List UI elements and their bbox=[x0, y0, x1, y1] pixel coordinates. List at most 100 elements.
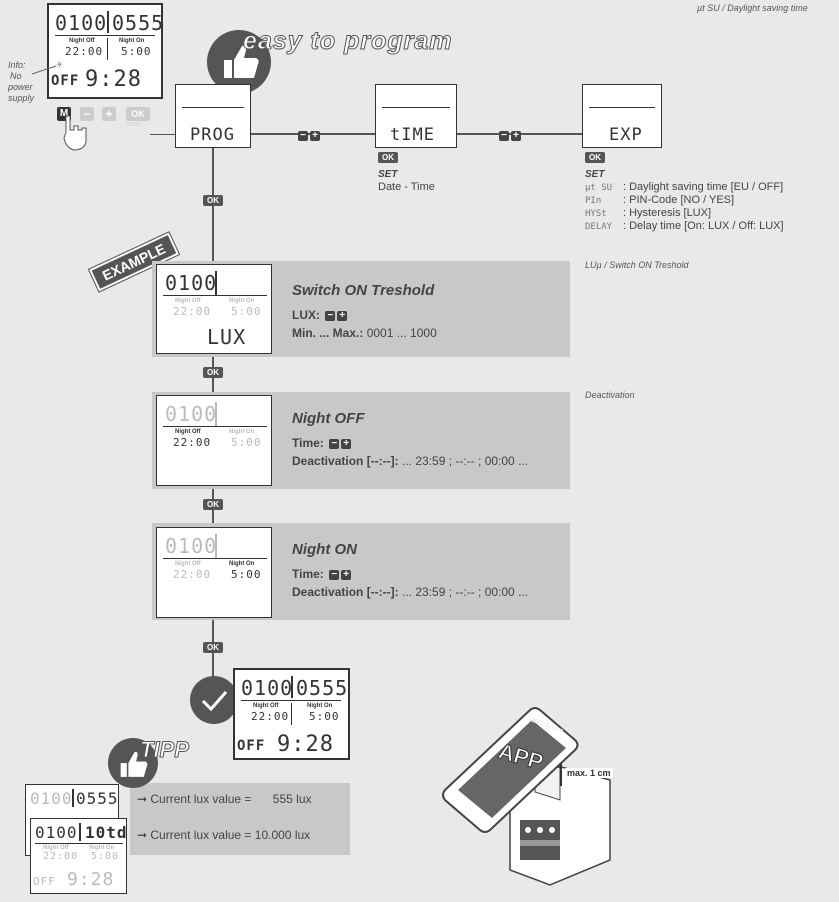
night-on-label: Night On bbox=[119, 38, 145, 44]
night-on-label: Night On bbox=[229, 429, 255, 435]
checkmark-icon bbox=[201, 691, 228, 712]
exp-item-text: : Hysteresis [LUX] bbox=[623, 207, 712, 219]
divider bbox=[215, 402, 217, 426]
ok-badge: OK bbox=[203, 499, 223, 510]
step-line2: Deactivation [--:--]: ... 23:59 ; --:-- … bbox=[292, 585, 528, 599]
daylight-saving-note: µt SU / Daylight saving time bbox=[697, 3, 808, 13]
divider bbox=[215, 271, 217, 295]
minus-plus-keys: −+ bbox=[296, 127, 320, 145]
line2-value: 0001 ... 1000 bbox=[366, 326, 437, 340]
minus-icon: − bbox=[298, 130, 308, 141]
tipp-banner: TIPP bbox=[140, 737, 190, 763]
night-on-value: 5:00 bbox=[231, 568, 262, 581]
deactivation-note: Deactivation bbox=[585, 390, 635, 400]
night-on-value: 5:00 bbox=[231, 305, 262, 318]
night-off-value: 22:00 bbox=[65, 45, 104, 58]
arrow-icon: ➞ bbox=[137, 792, 151, 806]
exp-item-code: µt SU bbox=[585, 183, 613, 193]
exp-label: EXP bbox=[609, 125, 643, 145]
step-line1: LUX: −+ bbox=[292, 308, 348, 322]
ok-badge: OK bbox=[585, 152, 605, 163]
divider bbox=[163, 558, 267, 559]
step-title: Switch ON Treshold bbox=[292, 282, 435, 299]
info-note-line: No bbox=[10, 71, 22, 81]
plus-icon: + bbox=[511, 130, 521, 141]
divider bbox=[241, 700, 341, 701]
time-set-desc: Date - Time bbox=[378, 181, 435, 193]
divider bbox=[107, 11, 109, 33]
arrow-icon: ➞ bbox=[137, 828, 151, 842]
divider bbox=[291, 676, 293, 698]
night-off-value: 22:00 bbox=[43, 851, 79, 862]
minus-icon: − bbox=[329, 438, 340, 449]
exp-item-text: : Daylight saving time [EU / OFF] bbox=[623, 181, 784, 193]
ok-key[interactable]: OK bbox=[126, 107, 150, 121]
lux-display: LUX bbox=[207, 325, 247, 349]
night-on-value: 5:00 bbox=[231, 436, 262, 449]
night-off-label: Night Off bbox=[43, 845, 69, 851]
status-label: OFF bbox=[237, 738, 266, 754]
divider bbox=[107, 38, 108, 60]
step-display-lux: 0100 Night Off Night On 22:00 5:00 LUX bbox=[156, 264, 272, 354]
night-off-label: Night Off bbox=[175, 298, 201, 304]
night-off-label: Night Off bbox=[69, 38, 95, 44]
plus-icon: + bbox=[337, 310, 348, 321]
clock-value: 9:28 bbox=[85, 67, 142, 92]
minus-icon: − bbox=[325, 310, 336, 321]
ok-badge: OK bbox=[378, 152, 398, 163]
ok-badge: OK bbox=[203, 642, 223, 653]
exp-item: µt SU : Daylight saving time [EU / OFF] bbox=[585, 181, 783, 193]
night-off-label: Night Off bbox=[175, 561, 201, 567]
minus-icon: − bbox=[499, 130, 509, 141]
step-display-night-off: 0100 Night Off Night On 22:00 5:00 bbox=[156, 395, 272, 486]
off-time-value: 0100 bbox=[241, 676, 294, 700]
tip-line1-label: Current lux value = bbox=[150, 792, 252, 806]
plus-icon: + bbox=[341, 569, 352, 580]
easy-to-program-banner: easy to program bbox=[243, 27, 453, 56]
night-on-label: Night On bbox=[307, 703, 333, 709]
divider bbox=[182, 107, 244, 108]
exp-set-label: SET bbox=[585, 169, 605, 180]
divider bbox=[215, 534, 217, 558]
on-time-value: 0555 bbox=[112, 11, 165, 35]
exp-item: HYSt : Hysteresis [LUX] bbox=[585, 207, 711, 219]
plus-icon: + bbox=[341, 438, 352, 449]
ok-badge: OK bbox=[203, 195, 223, 206]
hand-pointer-icon bbox=[63, 115, 87, 151]
minus-icon: − bbox=[329, 569, 340, 580]
exp-item-code: HYSt bbox=[585, 209, 607, 219]
thumbs-up-icon bbox=[120, 751, 148, 777]
night-on-value: 5:00 bbox=[121, 45, 152, 58]
exp-item-text: : PIN-Code [NO / YES] bbox=[623, 194, 735, 206]
step-display-night-on: 0100 Night Off Night On 22:00 5:00 bbox=[156, 527, 272, 618]
line2-value: ... 23:59 ; --:-- ; 00:00 ... bbox=[402, 585, 529, 599]
night-off-label: Night Off bbox=[175, 429, 201, 435]
tip-line1: ➞ Current lux value = 555 lux bbox=[137, 792, 312, 806]
divider bbox=[35, 843, 123, 844]
divider bbox=[79, 823, 81, 841]
night-on-label: Night On bbox=[89, 845, 115, 851]
minus-key[interactable]: − bbox=[80, 107, 94, 121]
info-note-line: power bbox=[8, 82, 33, 92]
night-off-value: 22:00 bbox=[173, 568, 212, 581]
lcd-right-value: 10td bbox=[85, 823, 128, 842]
on-time-value: 0555 bbox=[296, 676, 349, 700]
step-line1: Time: −+ bbox=[292, 567, 352, 581]
sun-icon: ☀ bbox=[55, 60, 64, 71]
exp-item-text: : Delay time [On: LUX / Off: LUX] bbox=[623, 220, 784, 232]
night-off-value: 22:00 bbox=[173, 436, 212, 449]
lcd-top-value: 0100 bbox=[165, 402, 218, 426]
clock-value: 9:28 bbox=[277, 732, 334, 757]
night-on-value: 5:00 bbox=[309, 710, 340, 723]
line1-label: Time: bbox=[292, 567, 324, 581]
device-display-top: 0100 0555 Night Off Night On 22:00 5:00 … bbox=[47, 3, 163, 99]
prog-label: PROG bbox=[190, 125, 235, 145]
tip-panel bbox=[130, 783, 350, 855]
exp-item-code: PIn bbox=[585, 196, 602, 206]
off-time-value: 0100 bbox=[55, 11, 108, 35]
divider bbox=[163, 426, 267, 427]
lcd-right-value: 0555 bbox=[76, 789, 119, 808]
step-line1: Time: −+ bbox=[292, 436, 352, 450]
plus-key[interactable]: + bbox=[102, 107, 116, 121]
divider bbox=[382, 107, 450, 108]
